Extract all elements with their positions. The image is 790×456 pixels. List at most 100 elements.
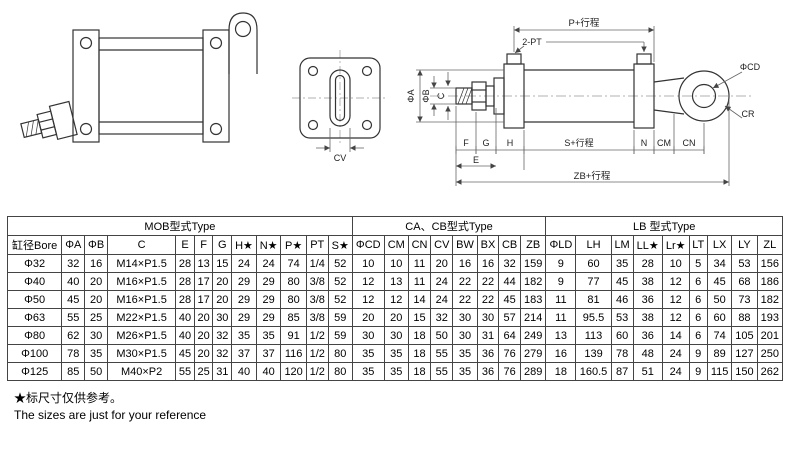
spec-cell: 36 (632, 290, 663, 309)
spec-cell: 30 (212, 308, 233, 327)
spec-cell: 64 (498, 326, 522, 345)
spec-cell: 28 (175, 290, 195, 309)
technical-drawings: CV (0, 0, 790, 212)
spec-cell: 36 (632, 326, 663, 345)
dim-label-cr: CR (742, 109, 755, 119)
dim-label-cn: CN (683, 138, 696, 148)
spec-cell: 80 (280, 272, 307, 291)
spec-cell: M16×P1.5 (107, 290, 177, 309)
spec-cell: 116 (280, 344, 307, 363)
bore-cell: Φ100 (6, 344, 63, 363)
spec-cell: 14 (407, 290, 432, 309)
spec-cell: 35 (231, 326, 257, 345)
bore-cell: Φ40 (6, 272, 63, 291)
spec-cell: 12 (351, 272, 385, 291)
spec-cell: 25 (84, 308, 109, 327)
cylinder-pictorial (20, 12, 258, 143)
spec-cell: 34 (706, 254, 733, 273)
spec-cell: 55 (61, 308, 86, 327)
dim-label-zb-stroke: ZB+行程 (574, 170, 611, 182)
spec-cell: 35 (452, 362, 478, 381)
spec-cell: 20 (84, 272, 109, 291)
spec-cell: 32 (61, 254, 86, 273)
spec-cell: 9 (545, 254, 577, 273)
spec-cell: 45 (706, 272, 733, 291)
spec-cell: 3/8 (305, 308, 329, 327)
dim-label-c: C (436, 92, 446, 99)
spec-cell: 24 (231, 254, 257, 273)
spec-cell: M16×P1.5 (107, 272, 177, 291)
spec-cell: 10 (383, 254, 409, 273)
spec-cell: 62 (61, 326, 86, 345)
column-header: G (212, 235, 233, 255)
spec-cell: 12 (351, 290, 385, 309)
spec-cell: 16 (84, 254, 109, 273)
spec-cell: 182 (756, 290, 784, 309)
spec-cell: 35 (383, 362, 409, 381)
column-header: LL★ (632, 235, 663, 255)
spec-cell: 40 (61, 272, 86, 291)
spec-cell: 20 (430, 254, 454, 273)
spec-cell: M22×P1.5 (107, 308, 177, 327)
dim-label-phi-cd: ΦCD (740, 62, 761, 72)
spec-cell: 15 (407, 308, 432, 327)
spec-cell: 74 (280, 254, 307, 273)
spec-cell: 24 (430, 290, 454, 309)
footnote-en: The sizes are just for your reference (14, 408, 207, 423)
column-header: H★ (231, 235, 257, 255)
spec-cell: 40 (255, 362, 282, 381)
spec-cell: 52 (327, 254, 353, 273)
spec-cell: 150 (731, 362, 758, 381)
spec-cell: 40 (175, 326, 195, 345)
dim-label-p-stroke: P+行程 (569, 17, 600, 29)
spec-cell: 38 (632, 308, 663, 327)
dim-label-cv: CV (334, 153, 347, 163)
piston-rod-assembly (20, 100, 78, 141)
column-header: CV (430, 235, 454, 255)
bore-cell: Φ63 (6, 308, 63, 327)
spec-cell: 11 (545, 308, 577, 327)
spec-cell: 183 (520, 290, 547, 309)
column-header: Lr★ (661, 235, 690, 255)
spec-cell: 50 (430, 326, 454, 345)
spec-cell: 35 (84, 344, 109, 363)
spec-cell: 6 (688, 272, 708, 291)
spec-cell: 13 (383, 272, 409, 291)
spec-cell: 22 (476, 272, 500, 291)
spec-cell: 120 (280, 362, 307, 381)
spec-cell: 36 (476, 344, 500, 363)
spec-cell: 1/2 (305, 326, 329, 345)
spec-cell: 14 (661, 326, 690, 345)
spec-cell: 30 (84, 326, 109, 345)
spec-cell: 1/4 (305, 254, 329, 273)
spec-cell: 6 (688, 326, 708, 345)
spec-cell: 35 (351, 362, 385, 381)
spec-cell: 6 (688, 308, 708, 327)
spec-cell: 20 (193, 344, 214, 363)
spec-cell: 22 (452, 272, 478, 291)
dim-label-phi-b: ΦB (421, 89, 431, 102)
spec-cell: 37 (231, 344, 257, 363)
spec-cell: 3/8 (305, 272, 329, 291)
column-group-header: MOB型式Type (7, 216, 353, 236)
spec-cell: 35 (255, 326, 282, 345)
spec-cell: 16 (452, 254, 478, 273)
bore-cell: Φ80 (6, 326, 63, 345)
spec-cell: 74 (706, 326, 733, 345)
column-header: C (107, 235, 177, 255)
spec-cell: 77 (575, 272, 612, 291)
spec-cell: 51 (632, 362, 663, 381)
column-header: E (175, 235, 195, 255)
column-header: BX (476, 235, 500, 255)
spec-cell: 35 (351, 344, 385, 363)
spec-cell: 30 (452, 326, 478, 345)
spec-cell: 127 (731, 344, 758, 363)
spec-cell: 35 (452, 344, 478, 363)
spec-cell: 45 (498, 290, 522, 309)
spec-cell: 29 (255, 272, 282, 291)
spec-cell: 214 (520, 308, 547, 327)
dim-label-n: N (641, 138, 648, 148)
column-header: ZB (520, 235, 547, 255)
